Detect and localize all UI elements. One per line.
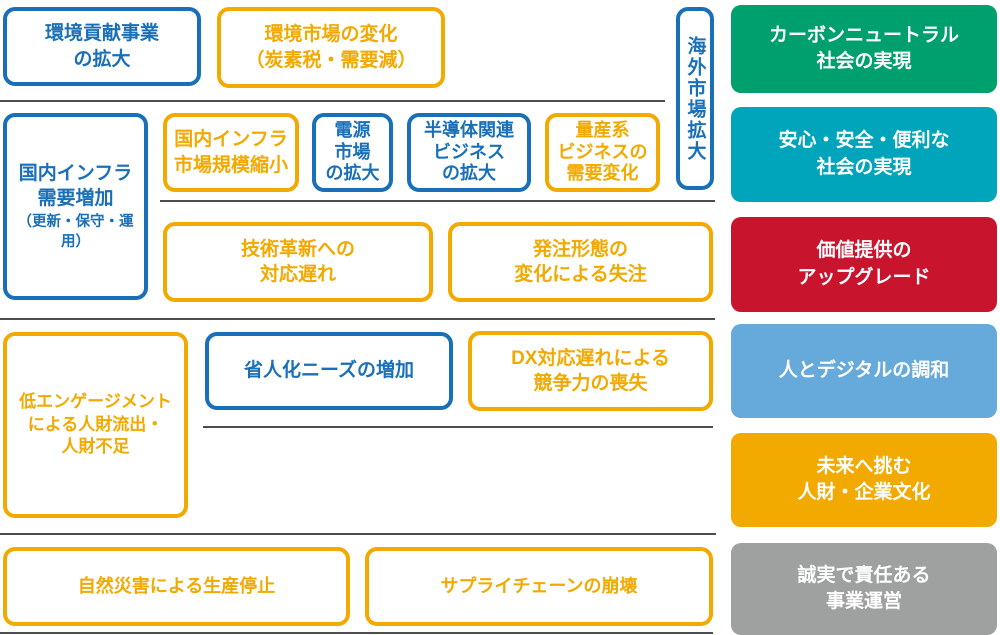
box-label: 環境貢献事業 の拡大: [44, 23, 159, 70]
goal-label: 未来へ挑む 人財・企業文化: [797, 455, 931, 503]
box-labor-saving-needs: 省人化ニーズの増加: [205, 332, 453, 410]
box-label: 低エンゲージメント による人財流出・ 人財不足: [19, 392, 172, 457]
goal-honest-responsible-management: 誠実で責任ある 事業運営: [731, 543, 997, 635]
divider-line-3: [0, 318, 715, 320]
goal-label: 誠実で責任ある 事業運営: [797, 564, 931, 612]
box-label: 国内インフラ 需要増加 （更新・保守・運用）: [7, 161, 144, 251]
box-supply-chain-collapse: サプライチェーンの崩壊: [365, 547, 713, 626]
goal-carbon-neutral-society: カーボンニュートラル 社会の実現: [731, 5, 997, 93]
goal-label: 価値提供の アップグレード: [797, 240, 931, 288]
goal-people-digital-harmony: 人とデジタルの調和: [731, 324, 997, 418]
box-label: 半導体関連 ビジネス の拡大: [424, 120, 514, 184]
box-label: 海外市場拡大: [684, 35, 706, 162]
goal-future-people-culture: 未来へ挑む 人財・企業文化: [731, 433, 997, 527]
divider-line-1: [0, 100, 665, 102]
divider-line-4: [203, 426, 713, 428]
box-label: 量産系 ビジネスの 需要変化: [557, 120, 648, 184]
box-domestic-infra-shrink: 国内インフラ 市場規模縮小: [163, 113, 299, 192]
box-overseas-market-expansion: 海外市場拡大: [676, 7, 714, 190]
box-domestic-infra-demand: 国内インフラ 需要増加 （更新・保守・運用）: [3, 113, 148, 300]
box-label-note: （更新・保守・運用）: [17, 214, 134, 250]
box-label: 国内インフラ 市場規模縮小: [173, 129, 288, 176]
box-semiconductor-business: 半導体関連 ビジネス の拡大: [407, 113, 531, 192]
box-label: 発注形態の 変化による失注: [514, 238, 647, 285]
divider-line-5: [0, 533, 716, 535]
box-label: 電源 市場 の拡大: [325, 120, 380, 184]
box-label: 技術革新への 対応遅れ: [240, 238, 355, 285]
box-env-contribution-business: 環境貢献事業 の拡大: [3, 7, 201, 86]
box-low-engagement: 低エンゲージメント による人財流出・ 人財不足: [3, 332, 188, 518]
divider-line-6: [0, 632, 713, 634]
box-natural-disaster: 自然災害による生産停止: [3, 547, 350, 626]
box-order-form-loss: 発注形態の 変化による失注: [448, 222, 713, 302]
goal-label: 安心・安全・便利な 社会の実現: [778, 130, 950, 178]
box-power-market: 電源 市場 の拡大: [312, 113, 393, 192]
box-label: DX対応遅れによる 競争力の喪失: [511, 347, 670, 394]
box-label: 自然災害による生産停止: [77, 575, 276, 596]
goal-label: 人とデジタルの調和: [778, 359, 950, 381]
goal-safe-secure-convenient-society: 安心・安全・便利な 社会の実現: [731, 107, 997, 202]
box-label: 省人化ニーズの増加: [243, 360, 415, 382]
divider-line-2: [160, 200, 715, 202]
box-tech-innovation-delay: 技術革新への 対応遅れ: [163, 222, 433, 302]
box-dx-delay: DX対応遅れによる 競争力の喪失: [468, 331, 713, 411]
goal-label: カーボンニュートラル 社会の実現: [768, 24, 959, 72]
box-label: サプライチェーンの崩壊: [440, 575, 638, 596]
box-env-market-change: 環境市場の変化 （炭素税・需要減）: [217, 7, 445, 88]
goal-value-upgrade: 価値提供の アップグレード: [731, 217, 997, 312]
box-label: 環境市場の変化 （炭素税・需要減）: [245, 24, 417, 71]
box-label-main: 国内インフラ 需要増加: [18, 163, 133, 210]
box-mass-production-demand: 量産系 ビジネスの 需要変化: [545, 113, 660, 192]
